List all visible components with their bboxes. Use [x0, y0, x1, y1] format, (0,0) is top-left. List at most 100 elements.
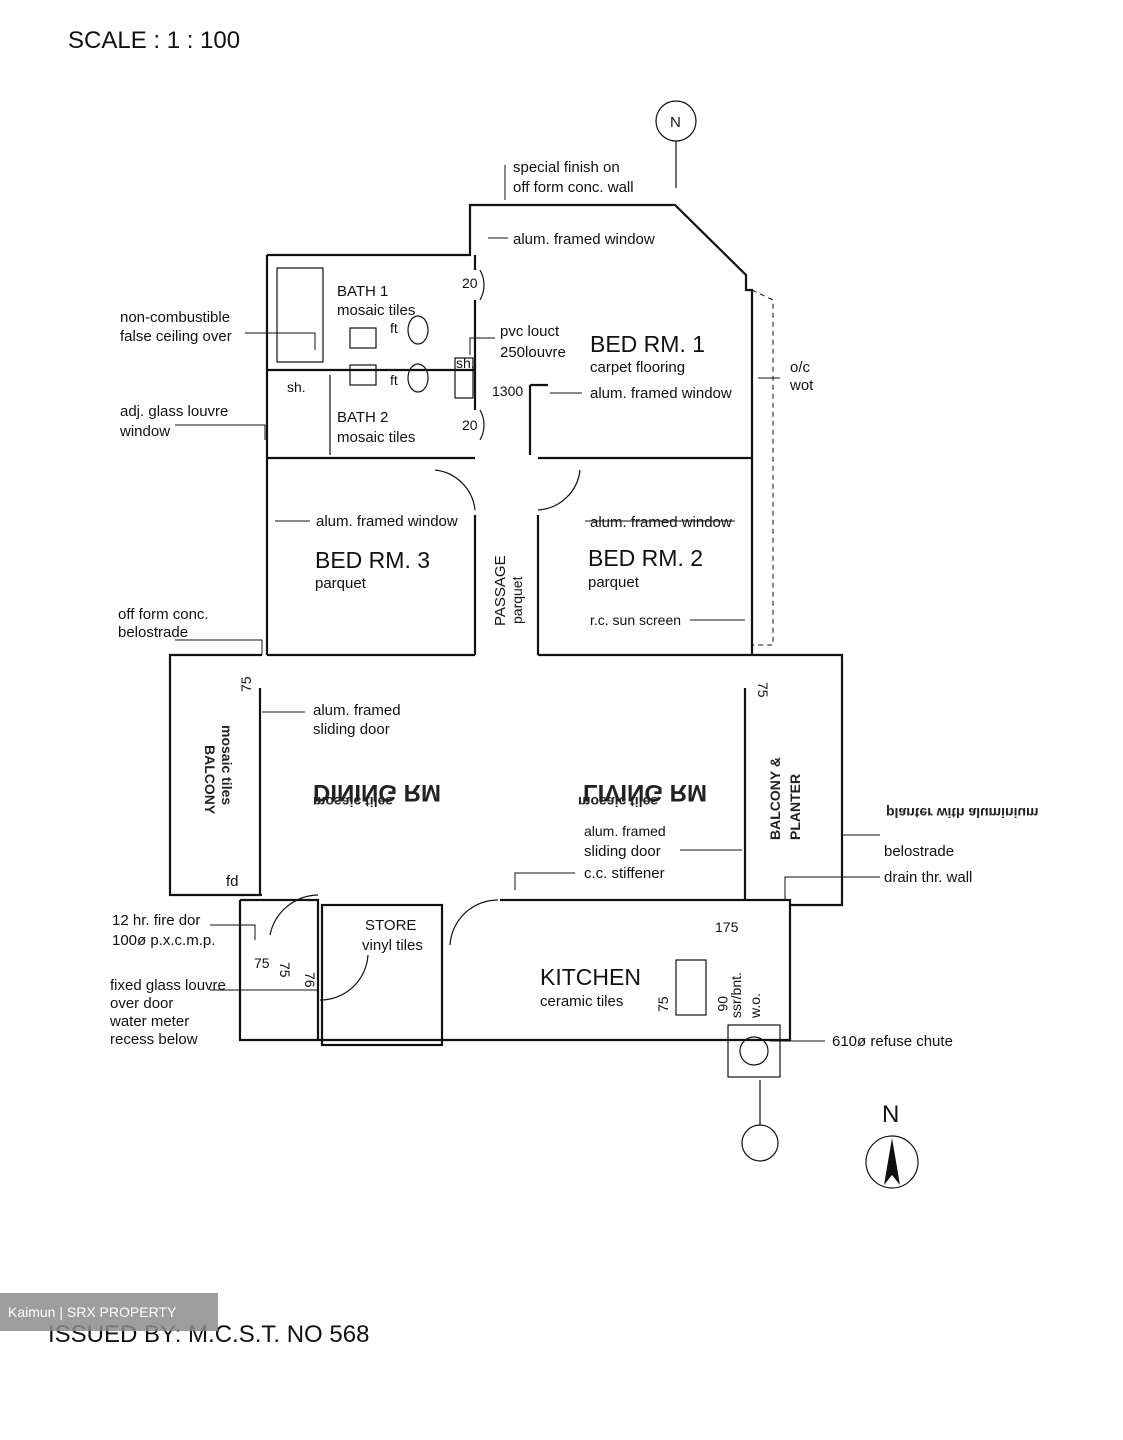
note-fire-door-2: 100ø p.x.c.m.p.: [112, 932, 215, 949]
basin-2: [349, 364, 377, 386]
store-name: STORE: [365, 917, 416, 934]
store-box: [320, 903, 444, 1047]
bed2-name: BED RM. 2: [588, 545, 703, 571]
note-d20a: 20: [462, 275, 478, 291]
kitchen-sink: [675, 959, 707, 1016]
note-non-comb-2: false ceiling over: [120, 328, 232, 345]
note-pvc-1: pvc louct: [500, 323, 560, 340]
right-balcony-mirrored-2: PLANTER: [787, 774, 803, 840]
store-west-wall: [240, 898, 320, 1040]
note-oc-2: wot: [789, 377, 814, 394]
watermark-badge: Kaimun | SRX PROPERTY: [0, 1293, 218, 1331]
note-d90: 06: [715, 996, 731, 1012]
note-sh2: sh.: [456, 355, 475, 371]
note-adj-glass-1: adj. glass louvre: [120, 403, 228, 420]
refuse-chute-circle: [739, 1036, 769, 1066]
leader-non-combustible: [245, 332, 316, 350]
note-ft1: ft: [390, 320, 398, 336]
bed3-finish: parquet: [315, 575, 367, 592]
dining-finish-mirrored: mosaic tiles: [313, 794, 393, 810]
note-alum-slide-2: sliding door: [313, 721, 390, 738]
note-dim-1300: 1300: [492, 383, 523, 399]
note-drain: drain thr. wall: [884, 869, 972, 886]
note-d75e: 75: [655, 996, 671, 1012]
note-alum-slide-1: alum. framed: [313, 702, 401, 719]
note-special-finish-2: off form conc. wall: [513, 179, 634, 196]
leader-off-form: [175, 639, 263, 655]
passage-finish: parquet: [509, 576, 525, 624]
bathtub: [276, 267, 324, 363]
leader-adj-glass: [175, 424, 266, 440]
note-ft2: ft: [390, 372, 398, 388]
living-name-mirrored: LIVING RM: [583, 779, 707, 806]
outer-wall-north: [267, 203, 754, 455]
left-side-mirrored-1: BALCONY: [202, 745, 218, 815]
note-fixed-glass-2: over door: [110, 995, 173, 1012]
bath1-finish: mosaic tiles: [337, 302, 415, 319]
bed2-finish: parquet: [588, 574, 640, 591]
kitchen-finish: ceramic tiles: [540, 993, 623, 1010]
note-oc-1: o/c: [790, 359, 811, 376]
store-finish: vinyl tiles: [362, 937, 423, 954]
north-arrow-needle: [884, 1138, 900, 1185]
note-alum-slide-r2: sliding door: [584, 843, 661, 860]
right-balcony-mirrored-1: BALCONY &: [767, 757, 783, 840]
left-balcony-wall: [168, 653, 262, 897]
note-ssr-1: ssr/bnt.: [728, 972, 744, 1018]
note-refuse-chute: 610ø refuse chute: [832, 1033, 953, 1050]
note-d75b: 75: [755, 682, 771, 698]
kitchen-outline: [238, 898, 792, 1042]
living-finish-mirrored: mosaic tiles: [578, 794, 658, 810]
north-arrow-label: N: [882, 1101, 899, 1128]
fire-door-swing: [269, 894, 319, 936]
wc-2: [407, 363, 429, 393]
passage-name: PASSAGE: [492, 555, 509, 626]
note-d175: 175: [715, 919, 739, 935]
note-fixed-glass-3: water meter: [109, 1013, 189, 1030]
left-side-mirrored-2: mosaic tiles: [219, 725, 235, 805]
bed2-door-swing: [537, 469, 581, 511]
bed3-door-swing: [434, 469, 476, 511]
scale-label: SCALE : 1 : 100: [68, 27, 240, 54]
note-fixed-glass-4: recess below: [110, 1031, 198, 1048]
bath1-door-swing: [479, 269, 485, 301]
bed1-name: BED RM. 1: [590, 331, 705, 357]
note-fd: fd: [226, 873, 239, 890]
sunscreen-outline: [751, 289, 774, 646]
north-arrow-circle: [865, 1135, 919, 1189]
note-fixed-glass-1: fixed glass louvre: [110, 977, 226, 994]
manhole-circle: [741, 1124, 779, 1162]
wc-1: [407, 315, 429, 345]
note-alum-window-bed2: alum. framed window: [590, 514, 732, 531]
note-alum-window-bed1: alum. framed window: [590, 385, 732, 402]
kitchen-name: KITCHEN: [540, 964, 641, 990]
note-off-form-2: belostrade: [118, 624, 188, 641]
note-pvc-2: 250louvre: [500, 344, 566, 361]
note-belostrade-right: belostrade: [884, 843, 954, 860]
shower-cabinet: [454, 357, 474, 399]
leader-fire-door: [210, 924, 256, 940]
note-alum-window-top: alum. framed window: [513, 231, 655, 248]
note-d75a: 75: [238, 676, 254, 692]
bath2-finish: mosaic tiles: [337, 429, 415, 446]
note-d75d: 75: [277, 962, 293, 978]
dining-name-mirrored: DINING RM: [313, 779, 441, 806]
note-off-form-1: off form conc.: [118, 606, 209, 623]
note-d75c: 75: [254, 955, 270, 971]
refuse-chute-box: [727, 1024, 781, 1078]
note-right-mirrored: planter with aluminium: [886, 805, 1038, 821]
bath2-name: BATH 2: [337, 409, 388, 426]
right-balcony-wall: [752, 653, 844, 907]
bath1-name: BATH 1: [337, 283, 388, 300]
kitchen-door-swing: [449, 899, 499, 946]
note-d20b: 20: [462, 417, 478, 433]
leader-drain: [784, 876, 880, 900]
note-fire-door-1: 12 hr. fire dor: [112, 912, 200, 929]
leader-pvc-louvre: [469, 337, 495, 355]
note-non-comb-1: non-combustible: [120, 309, 230, 326]
note-d76: 76: [302, 972, 318, 988]
bed1-finish: carpet flooring: [590, 359, 685, 376]
note-ssr-2: w.o.: [747, 993, 763, 1019]
note-alum-window-bed3: alum. framed window: [316, 513, 458, 530]
